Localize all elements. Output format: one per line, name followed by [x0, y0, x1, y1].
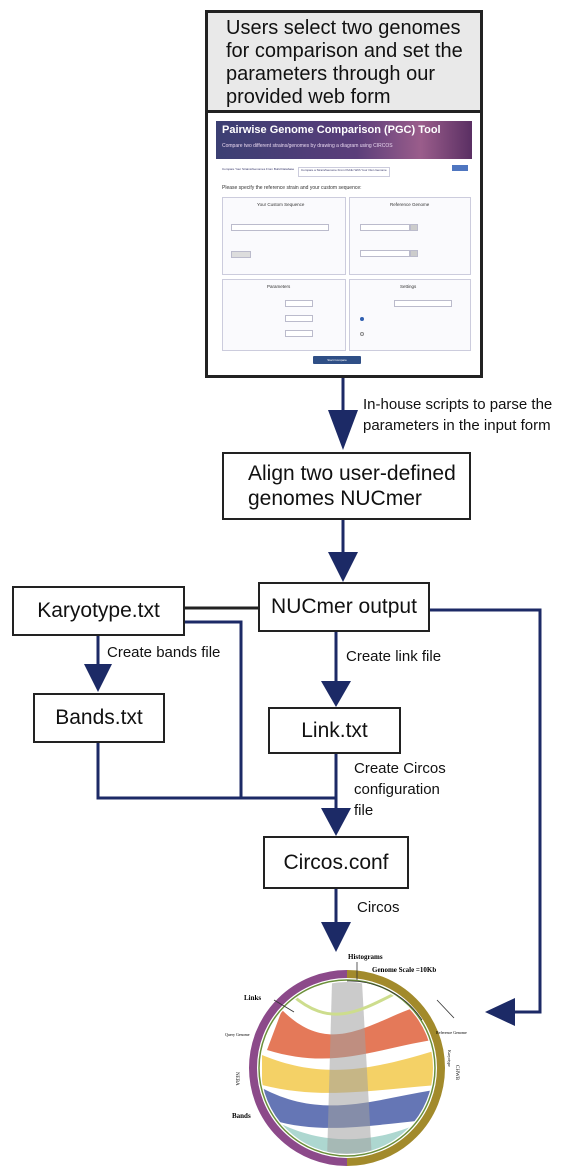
- screenshot-subtitle: Compare two different strains/genomes by…: [222, 143, 393, 149]
- strain-select-button: [410, 250, 418, 257]
- label-parse: In-house scripts to parse the parameters…: [363, 396, 553, 434]
- arrowhead-bands: [84, 664, 112, 692]
- top-caption-panel: Users select two genomes for comparison …: [205, 10, 483, 110]
- connector-karyotype-merge: [185, 620, 243, 798]
- label-create-bands: Create bands file: [107, 644, 221, 661]
- node-karyotype: Karyotype.txt: [12, 586, 185, 636]
- node-bands: Bands.txt: [33, 693, 165, 743]
- screenshot-help-button: [452, 165, 468, 171]
- screenshot-prompt: Please specify the reference strain and …: [222, 185, 362, 191]
- web-form-screenshot: Pairwise Genome Comparison (PGC) Tool Co…: [205, 110, 483, 378]
- label-create-link: Create link file: [346, 648, 442, 665]
- card-custom-title: Your Custom Sequence: [257, 202, 305, 207]
- label-query-genome: Query Genome: [225, 1032, 250, 1037]
- pointer-karyotype: [436, 999, 455, 1019]
- node-nucmer-output-label: NUCmer output: [271, 595, 417, 618]
- species-select-button: [410, 224, 418, 231]
- card-custom-sequence: Your Custom Sequence: [222, 197, 346, 275]
- ribbon-orange: [267, 1005, 432, 1059]
- node-align: Align two user-defined genomes NUCmer: [222, 452, 471, 520]
- ribbon-gray: [327, 982, 372, 1154]
- node-karyotype-label: Karyotype.txt: [37, 599, 160, 622]
- radio-option-1: [360, 317, 364, 321]
- label-genome-scale: Genome Scale =10Kb: [372, 966, 436, 974]
- node-circos-conf: Circos.conf: [263, 836, 409, 889]
- label-bands: Bands: [232, 1112, 251, 1120]
- card-reference-title: Reference Genome: [390, 202, 430, 207]
- screenshot-header: Pairwise Genome Comparison (PGC) Tool Co…: [216, 121, 472, 159]
- ring-left: [249, 970, 348, 1166]
- node-bands-label: Bands.txt: [55, 706, 143, 729]
- card-parameters-title: Parameters: [267, 284, 291, 289]
- histogram-track: [346, 980, 423, 1021]
- ribbon-yellow: [262, 1050, 433, 1093]
- label-histograms: Histograms: [348, 953, 383, 961]
- node-link-label: Link.txt: [301, 718, 368, 742]
- email-field: [394, 300, 452, 307]
- node-circos-conf-label: Circos.conf: [283, 850, 389, 874]
- choose-file-button: [231, 251, 251, 258]
- screenshot-tab-1: Compare Your Strains/Genomes From Build …: [222, 167, 295, 171]
- arrowhead-link: [321, 681, 351, 707]
- bands-ring: [258, 979, 436, 1157]
- param-field-2: [285, 315, 313, 322]
- screenshot-tab-2: Compare a Strain/Genome From Public With…: [298, 167, 390, 177]
- label-links: Links: [244, 994, 261, 1002]
- label-chr-left: NEBA: [234, 1072, 239, 1086]
- card-settings: Settings: [349, 279, 471, 351]
- ribbon-blue: [262, 1088, 433, 1128]
- connector-bands-merge: [96, 743, 336, 800]
- screenshot-submit-button: Start Compare: [313, 356, 361, 364]
- radio-option-2: [360, 332, 364, 336]
- connector-nucmer-figure: [430, 608, 542, 1014]
- top-caption: Users select two genomes for comparison …: [226, 17, 463, 108]
- sequence-name-field: [231, 224, 329, 231]
- node-link: Link.txt: [268, 707, 401, 754]
- label-karyotype: Karyotype: [447, 1050, 452, 1067]
- arrowhead-align: [328, 410, 358, 450]
- circos-figure: Histograms Genome Scale =10Kb Links Quer…: [225, 953, 467, 1166]
- card-reference-genome: Reference Genome: [349, 197, 471, 275]
- arrowhead-figure: [321, 922, 351, 952]
- label-reference-genome: Reference Genome: [436, 1030, 467, 1035]
- strain-select: [360, 250, 410, 257]
- pointer-links: [273, 999, 295, 1013]
- arrowhead-circosconf: [321, 808, 351, 836]
- ring-right: [346, 970, 445, 1166]
- label-circos: Circos: [357, 899, 400, 916]
- species-select: [360, 224, 410, 231]
- ribbon-green: [291, 988, 403, 1016]
- label-create-circos-conf: Create Circos configuration file: [354, 760, 446, 819]
- param-field-1: [285, 300, 313, 307]
- card-settings-title: Settings: [400, 284, 417, 289]
- card-parameters: Parameters: [222, 279, 346, 351]
- node-nucmer-output: NUCmer output: [258, 582, 430, 632]
- arrowhead-figure-right: [485, 998, 515, 1026]
- arrowhead-nucmer: [328, 552, 358, 582]
- label-chr-right: CHWB: [454, 1065, 459, 1081]
- node-align-label: Align two user-defined genomes NUCmer: [248, 462, 456, 510]
- param-field-3: [285, 330, 313, 337]
- screenshot-title: Pairwise Genome Comparison (PGC) Tool: [222, 124, 441, 136]
